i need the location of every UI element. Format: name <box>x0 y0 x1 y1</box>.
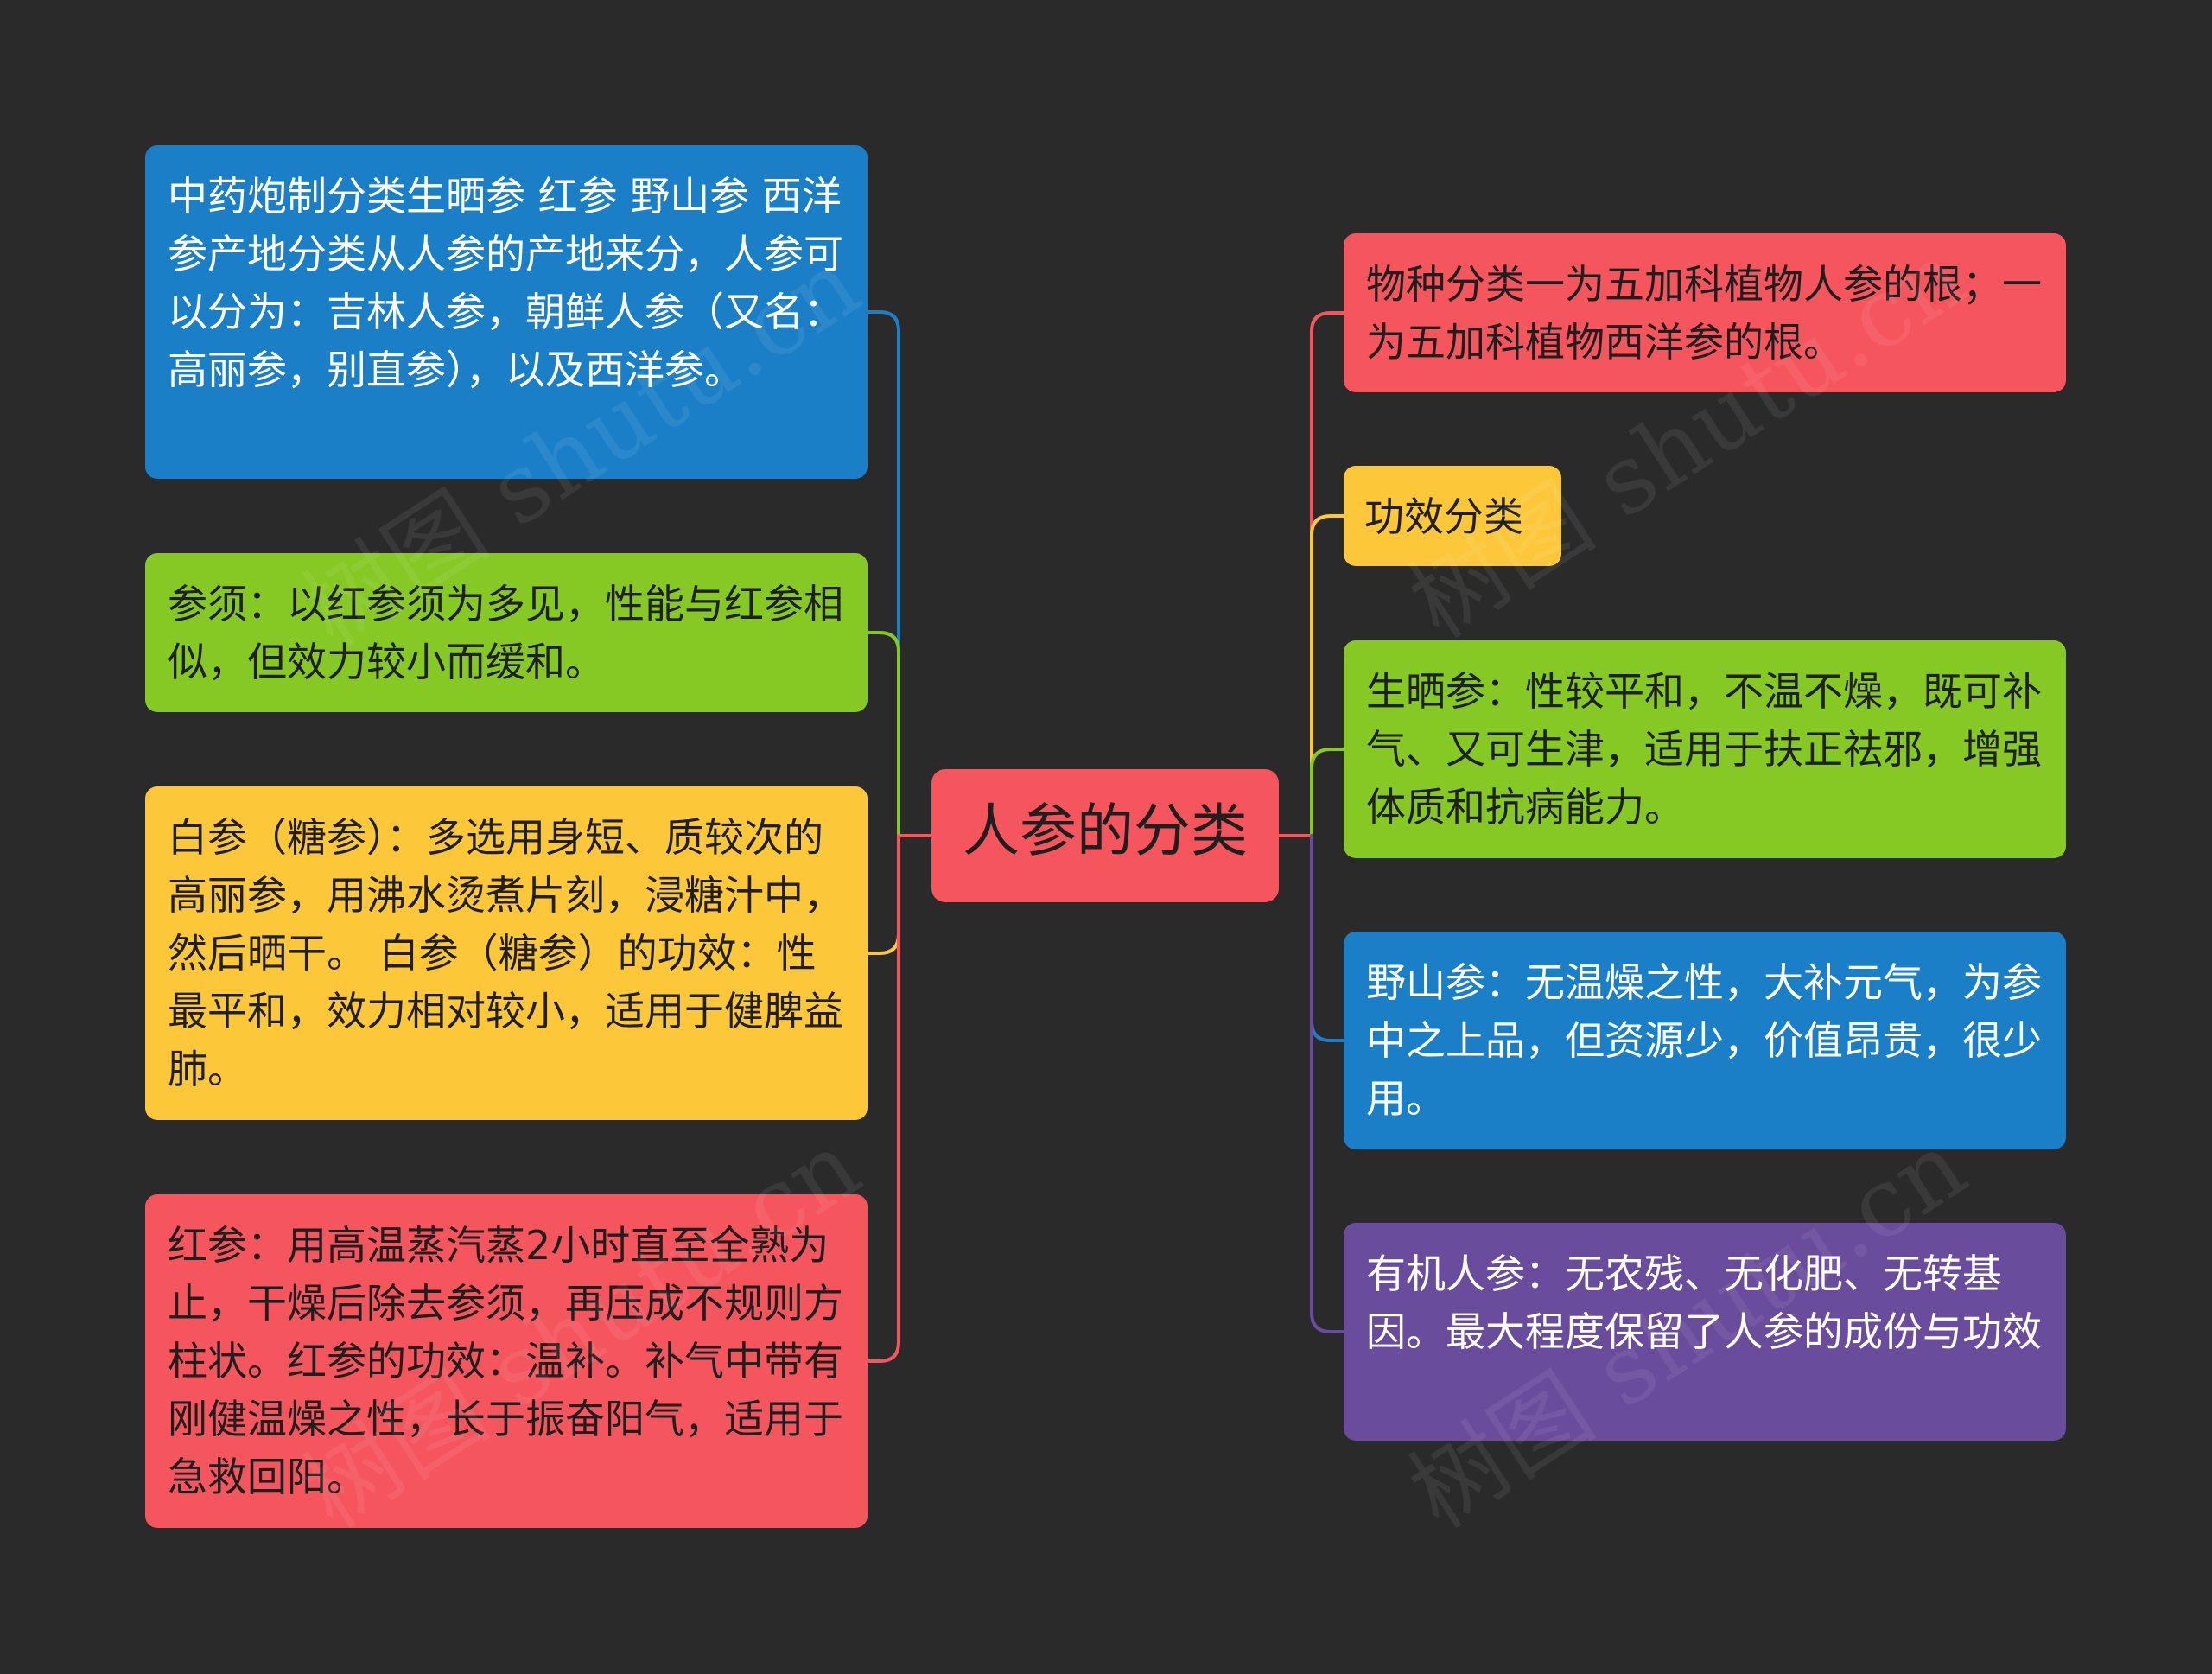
connector-line <box>1310 834 1345 1042</box>
topic-ginseng-whiskers[interactable]: 参须：以红参须为多见，性能与红参相似，但效力较小而缓和。 <box>145 553 868 712</box>
topic-efficacy-classification[interactable]: 功效分类 <box>1344 466 1561 566</box>
connector-line <box>866 310 900 837</box>
connector-line <box>866 631 900 837</box>
connector-line <box>1310 514 1345 837</box>
topic-white-ginseng[interactable]: 白参（糖参）：多选用身短、质较次的高丽参，用沸水烫煮片刻，浸糖汁中，然后晒干。 … <box>145 786 868 1120</box>
topic-label: 有机人参：无农残、无化肥、无转基因。最大程度保留了人参的成份与功效 <box>1366 1251 2042 1355</box>
topic-label: 功效分类 <box>1364 493 1523 540</box>
topic-label: 生晒参：性较平和，不温不燥，既可补气、又可生津，适用于扶正祛邪，增强体质和抗病能… <box>1366 668 2042 831</box>
connector-line <box>1310 311 1345 837</box>
topic-label: 参须：以红参须为多见，性能与红参相似，但效力较小而缓和。 <box>168 581 843 685</box>
topic-processing-classification[interactable]: 中药炮制分类生晒参 红参 野山参 西洋参产地分类从人参的产地来分，人参可以分为：… <box>145 145 868 479</box>
topic-label: 中药炮制分类生晒参 红参 野山参 西洋参产地分类从人参的产地来分，人参可以分为：… <box>168 173 843 393</box>
topic-species-classification[interactable]: 物种分类一为五加科植物人参的根；一为五加科植物西洋参的根。 <box>1344 233 2066 392</box>
topic-sun-dried-ginseng[interactable]: 生晒参：性较平和，不温不燥，既可补气、又可生津，适用于扶正祛邪，增强体质和抗病能… <box>1344 640 2066 858</box>
topic-label: 白参（糖参）：多选用身短、质较次的高丽参，用沸水烫煮片刻，浸糖汁中，然后晒干。 … <box>168 814 843 1092</box>
topic-label: 红参：用高温蒸汽蒸2小时直至全熟为止，干燥后除去参须，再压成不规则方柱状。红参的… <box>168 1222 843 1500</box>
topic-red-ginseng[interactable]: 红参：用高温蒸汽蒸2小时直至全熟为止，干燥后除去参须，再压成不规则方柱状。红参的… <box>145 1194 868 1528</box>
central-topic-label: 人参的分类 <box>963 798 1248 864</box>
topic-organic-ginseng[interactable]: 有机人参：无农残、无化肥、无转基因。最大程度保留了人参的成份与功效 <box>1344 1223 2066 1441</box>
connector-line <box>866 834 900 955</box>
connector-line <box>1310 748 1345 837</box>
topic-label: 野山参：无温燥之性，大补元气，为参中之上品，但资源少，价值昂贵，很少用。 <box>1366 959 2042 1122</box>
topic-label: 物种分类一为五加科植物人参的根；一为五加科植物西洋参的根。 <box>1366 261 2042 366</box>
topic-wild-ginseng[interactable]: 野山参：无温燥之性，大补元气，为参中之上品，但资源少，价值昂贵，很少用。 <box>1344 932 2066 1149</box>
connector-line <box>866 834 900 1363</box>
central-topic[interactable]: 人参的分类 <box>931 769 1279 902</box>
connector-line <box>1310 834 1345 1333</box>
